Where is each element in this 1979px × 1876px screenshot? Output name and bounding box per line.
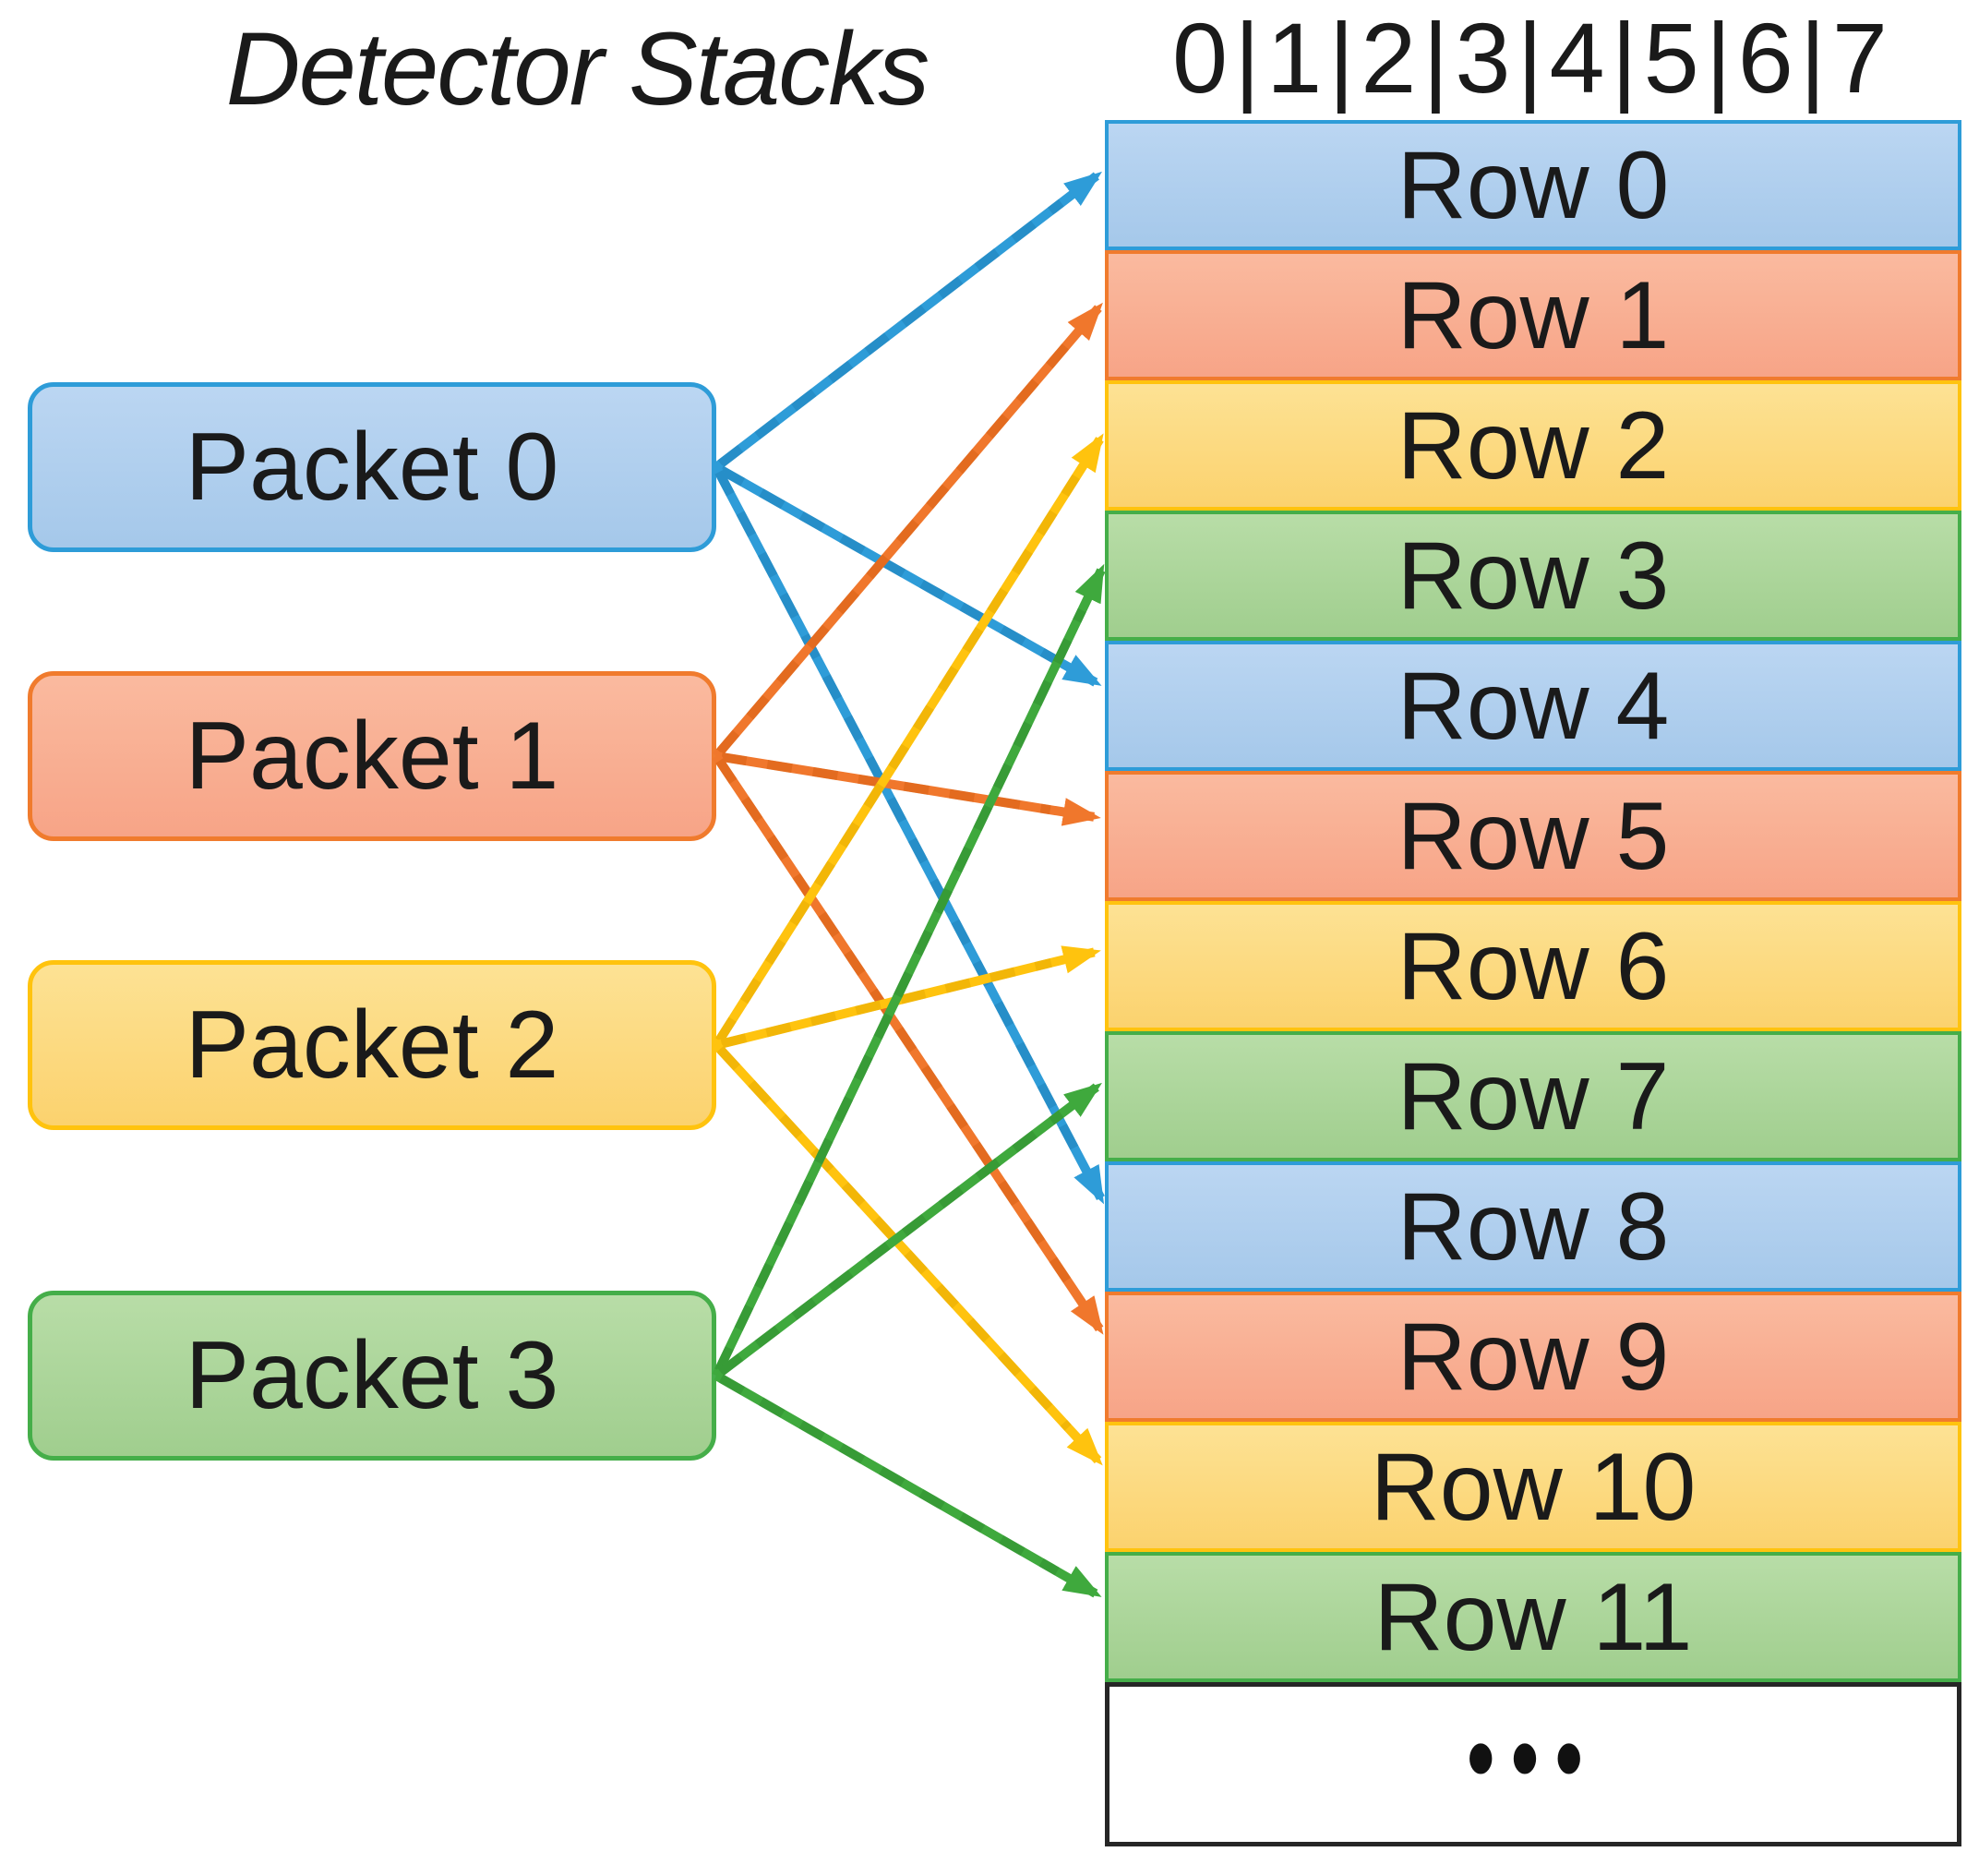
stack-row-11: Row 11 [1105, 1552, 1961, 1682]
packet-3-box: Packet 3 [28, 1291, 716, 1461]
stack-row-10: Row 10 [1105, 1422, 1961, 1552]
stack-row-4: Row 4 [1105, 641, 1961, 771]
stack-row-7: Row 7 [1105, 1031, 1961, 1161]
stack-row-2: Row 2 [1105, 380, 1961, 511]
stack-row-3: Row 3 [1105, 511, 1961, 641]
stack-row-6: Row 6 [1105, 901, 1961, 1031]
diagram-title: Detector Stacks [225, 11, 930, 126]
ellipsis-dots: ••• [1467, 1699, 1600, 1818]
stack-bit-header: 0|1|2|3|4|5|6|7 [1172, 2, 1894, 114]
stack-continuation-cell: ••• [1105, 1682, 1961, 1846]
stack-row-8: Row 8 [1105, 1161, 1961, 1292]
packet-2-box: Packet 2 [28, 960, 716, 1130]
stack-row-1: Row 1 [1105, 250, 1961, 380]
stack-row-0: Row 0 [1105, 120, 1961, 250]
stack-row-9: Row 9 [1105, 1292, 1961, 1422]
packet-1-box: Packet 1 [28, 671, 716, 841]
row-stack: Row 0 Row 1 Row 2 Row 3 Row 4 Row 5 Row … [1105, 120, 1961, 1846]
packet-0-box: Packet 0 [28, 382, 716, 552]
stack-row-5: Row 5 [1105, 771, 1961, 901]
